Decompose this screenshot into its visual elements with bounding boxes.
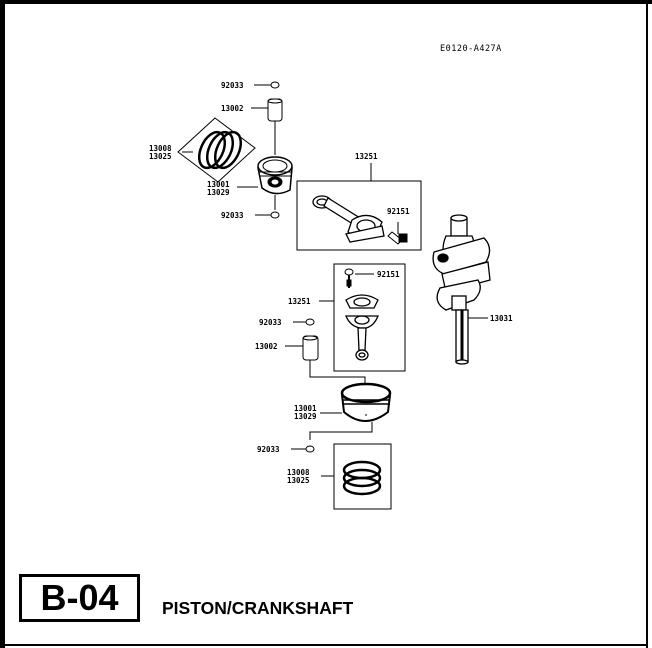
piston-2: [340, 382, 392, 422]
diagram-code: E0120-A427A: [440, 44, 502, 54]
frame-bottom-border: [0, 644, 648, 646]
connecting-rod-1: [312, 195, 385, 243]
label-piston-1a: 13001: [207, 180, 230, 189]
label-snap-ring-bottom-1: 92033: [221, 211, 244, 220]
piston-rings-2: [342, 460, 382, 496]
label-snap-ring-top-2: 92033: [259, 318, 282, 327]
label-ring-set-2a: 13008: [287, 468, 310, 477]
ring-set-box-2: [333, 443, 392, 510]
snap-ring-bottom-1: [270, 211, 280, 219]
conrod-box-1: [296, 180, 422, 251]
label-ring-set-1a: 13008: [149, 144, 172, 153]
label-piston-2a: 13001: [294, 404, 317, 413]
conrod-box-2: [333, 263, 406, 372]
snap-ring-top-1: [270, 81, 280, 89]
label-conrod-2: 13251: [288, 297, 311, 306]
piston-rings-1: [197, 130, 243, 170]
snap-ring-top-2: [305, 318, 315, 326]
frame-top-border: [0, 0, 652, 4]
label-piston-pin-2: 13002: [255, 342, 278, 351]
piston-1: [257, 156, 293, 195]
label-snap-ring-bottom-2: 92033: [257, 445, 280, 454]
conrod-bolt-2: [344, 268, 354, 288]
section-title: PISTON/CRANKSHAFT: [162, 598, 354, 618]
connecting-rod-2: [345, 294, 379, 361]
conrod-bolt-1: [387, 231, 408, 245]
snap-ring-bottom-2: [305, 445, 315, 453]
label-ring-set-1b: 13025: [149, 152, 172, 161]
crankshaft: [432, 214, 491, 365]
frame-left-border: [0, 0, 5, 648]
label-snap-ring-top-1: 92033: [221, 81, 244, 90]
label-piston-1b: 13029: [207, 188, 230, 197]
label-conrod-1: 13251: [355, 152, 378, 161]
label-crankshaft: 13031: [490, 314, 513, 323]
label-bolt-2: 92151: [377, 270, 400, 279]
frame-right-border: [646, 0, 648, 648]
section-code-badge: B-04: [19, 574, 140, 622]
ring-set-box-1: [177, 117, 256, 183]
label-piston-2b: 13029: [294, 412, 317, 421]
label-piston-pin-1: 13002: [221, 104, 244, 113]
label-ring-set-2b: 13025: [287, 476, 310, 485]
label-bolt-1: 92151: [387, 207, 410, 216]
